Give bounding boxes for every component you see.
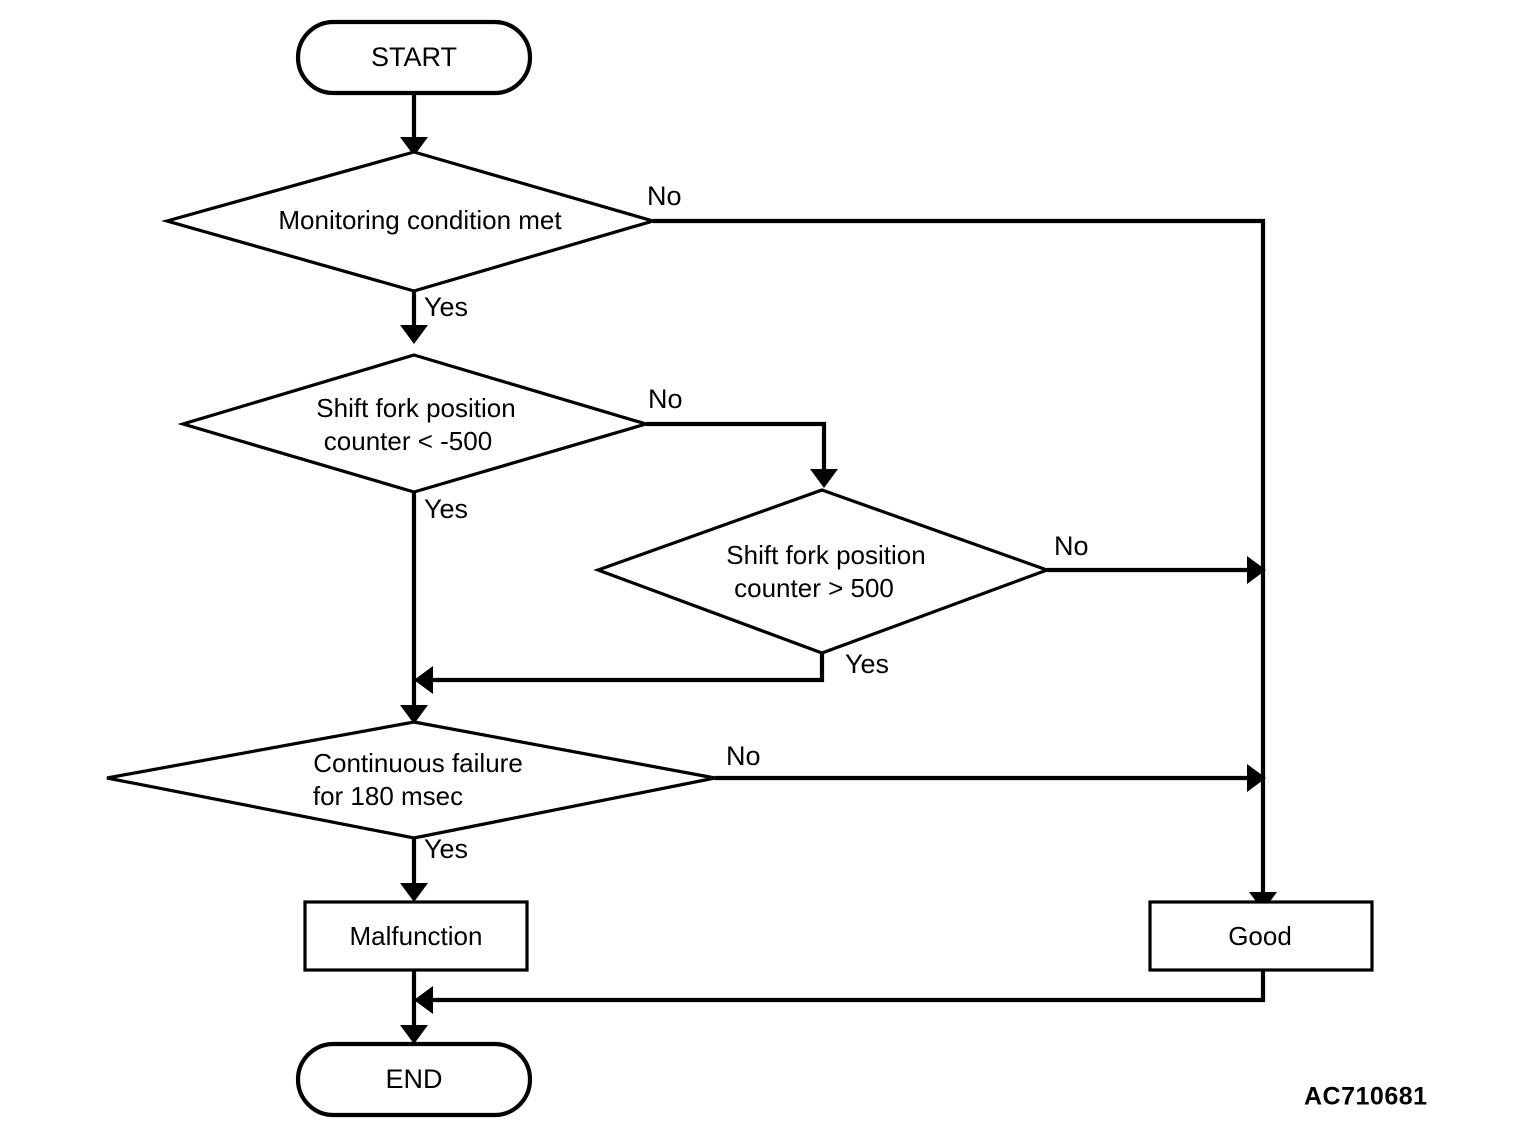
edge-continuous-no: [715, 764, 1266, 792]
malfunction-box-shape: [303, 900, 529, 972]
node-monitoring-condition: Monitoring condition met: [161, 150, 659, 293]
end-label: END: [385, 1064, 442, 1094]
edge-start-to-monitoring: [400, 93, 428, 156]
counter-lt-decision-shape: [177, 353, 652, 494]
edge-label-counter-gt-no: No: [1054, 531, 1089, 561]
continuous-label-line2: for 180 msec: [313, 781, 463, 811]
edge-counter-gt-no: [1047, 556, 1266, 584]
end-terminator-shape: [295, 1041, 533, 1118]
figure-code-label: AC710681: [1304, 1083, 1428, 1111]
start-terminator-shape: [295, 19, 533, 96]
node-end: END: [295, 1041, 533, 1118]
node-counter-less-than: Shift fork position counter < -500: [177, 353, 652, 494]
edge-label-counter-gt-yes: Yes: [845, 649, 889, 679]
start-label: START: [371, 42, 457, 72]
edge-label-monitoring-no: No: [647, 181, 682, 211]
edge-good-to-end: [414, 970, 1266, 1014]
edge-counter-gt-yes: [414, 653, 825, 694]
edge-label-continuous-no: No: [726, 741, 761, 771]
edge-continuous-yes: [400, 838, 428, 902]
good-label: Good: [1228, 921, 1292, 951]
node-counter-greater-than: Shift fork position counter > 500: [593, 488, 1052, 655]
node-start: START: [295, 19, 533, 96]
edge-counter-lt-yes: [400, 492, 428, 724]
counter-gt-label-line2: counter > 500: [734, 573, 894, 603]
node-good: Good: [1148, 900, 1374, 972]
edge-monitoring-yes: [400, 291, 428, 344]
edge-label-continuous-yes: Yes: [424, 834, 468, 864]
counter-gt-label-line1: Shift fork position: [726, 540, 925, 570]
counter-gt-decision-shape: [593, 488, 1052, 655]
edge-counter-lt-no: [646, 421, 838, 488]
continuous-label-line1: Continuous failure: [313, 748, 523, 778]
edge-label-monitoring-yes: Yes: [424, 292, 468, 322]
edge-label-counter-lt-no: No: [648, 384, 683, 414]
malfunction-label: Malfunction: [350, 921, 483, 951]
counter-lt-label-line1: Shift fork position: [316, 393, 515, 423]
good-box-shape: [1148, 900, 1374, 972]
continuous-decision-shape: [106, 720, 716, 840]
edge-malfunction-to-end: [400, 970, 428, 1044]
monitoring-label: Monitoring condition met: [278, 205, 562, 235]
monitoring-decision-shape: [161, 150, 659, 293]
edge-label-counter-lt-yes: Yes: [424, 494, 468, 524]
node-malfunction: Malfunction: [303, 900, 529, 972]
counter-lt-label-line2: counter < -500: [324, 426, 492, 456]
node-continuous-failure: Continuous failure for 180 msec: [106, 720, 716, 840]
